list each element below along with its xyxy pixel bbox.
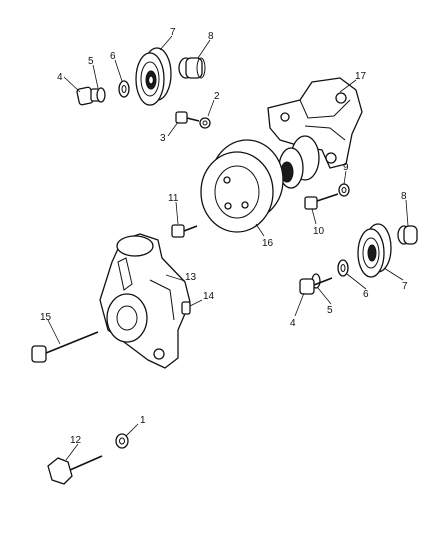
callout-8-upper: 8 [208,31,214,42]
callout-5-lower: 5 [327,305,333,316]
callout-15: 15 [40,312,52,323]
callout-1: 1 [140,415,146,426]
bolt-11 [171,224,198,238]
washer-1 [115,433,129,449]
callout-8-lower: 8 [401,191,407,202]
callout-13: 13 [185,272,197,283]
leader-lines [47,35,409,461]
washer-9 [338,183,350,197]
callout-16: 16 [262,238,274,249]
washer-6-upper [118,80,130,98]
callout-5-upper: 5 [88,56,94,67]
dust-shield-8-lower [397,225,418,245]
callout-7-upper: 7 [170,27,176,38]
pulley-16 [200,139,284,233]
callout-14: 14 [203,291,215,302]
pivot-bolt-14 [181,301,191,315]
callout-4-upper: 4 [57,72,63,83]
bolt-4-lower [299,277,333,295]
callout-17: 17 [355,71,367,82]
idler-pulley-7-lower [357,223,392,278]
callout-12: 12 [70,435,82,446]
bolt-15 [31,331,99,363]
callout-10: 10 [313,226,325,237]
belt-tensioner-13 [99,233,191,369]
callout-4-lower: 4 [290,318,296,329]
callout-9: 9 [343,162,349,173]
dust-shield-8-upper [178,57,206,79]
bolt-3 [175,111,200,124]
washer-6-lower [337,259,349,277]
callout-2: 2 [214,91,220,102]
bolt-10 [304,193,339,210]
bearing-hub [278,135,320,189]
idler-pulley-7-upper [135,47,172,106]
callout-7-lower: 7 [402,281,408,292]
bolt-12 [47,455,103,485]
callout-6-upper: 6 [110,51,116,62]
callout-labels: 1 2 3 4 4 5 5 6 6 7 7 8 8 9 10 11 12 13 … [40,27,408,446]
spacer-5-upper [96,87,106,103]
callout-6-lower: 6 [363,289,369,300]
mounting-bracket-17 [267,77,363,169]
callout-11: 11 [168,193,179,204]
washer-2 [199,117,211,129]
callout-3: 3 [160,133,166,144]
